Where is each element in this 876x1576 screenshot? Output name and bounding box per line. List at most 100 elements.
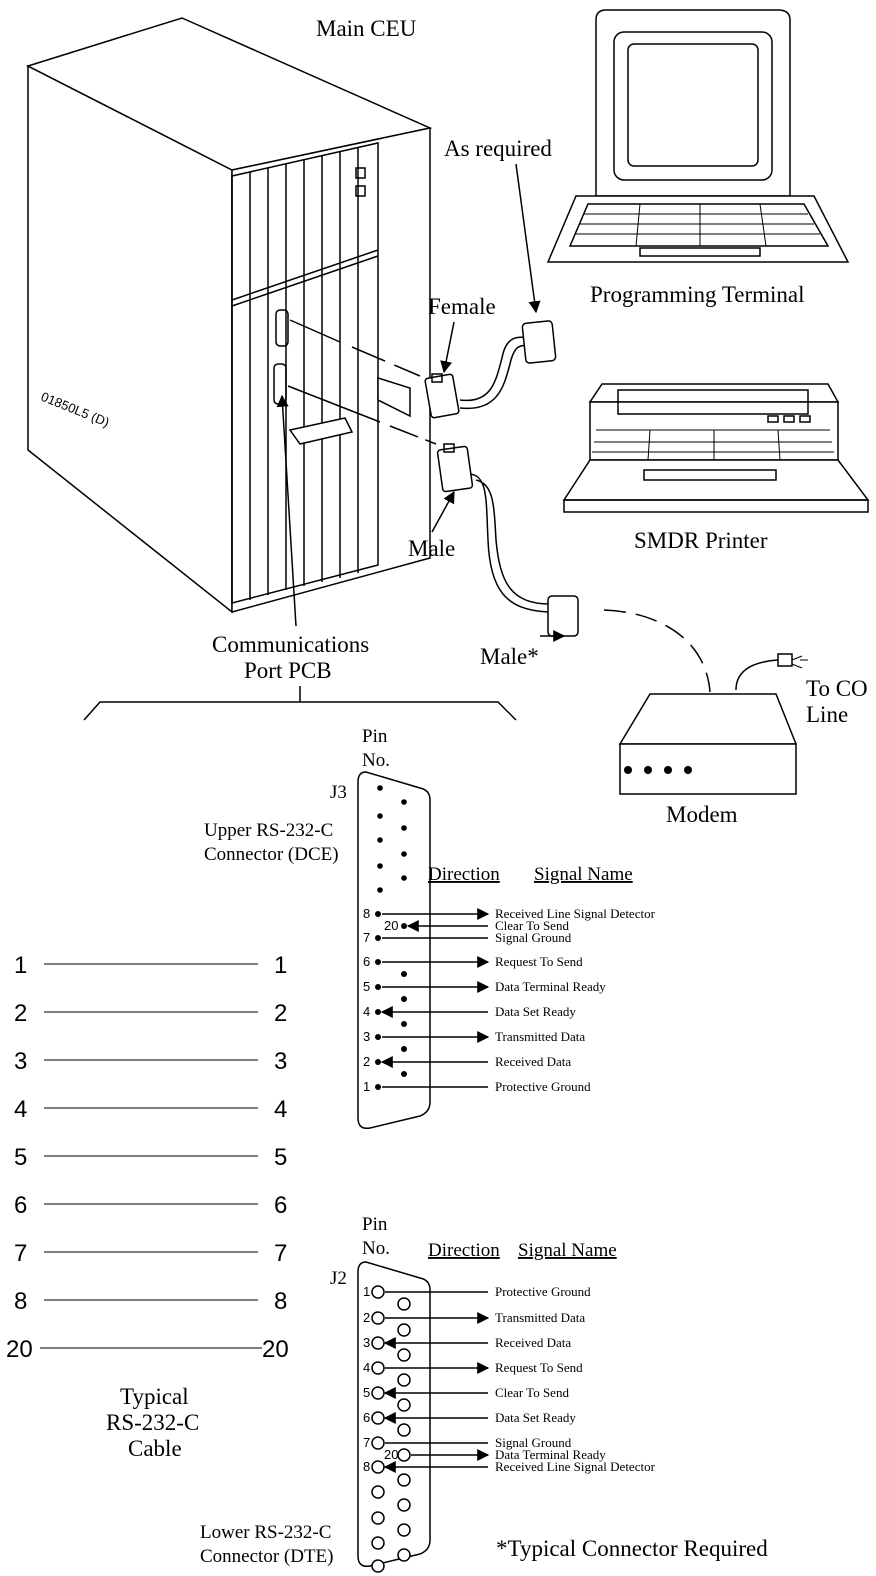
- j3-pin-no-label-2: No.: [362, 750, 390, 771]
- to-co-label-2: Line: [806, 702, 848, 727]
- j2-signal-name: Protective Ground: [495, 1284, 591, 1299]
- j2-desc-2: Connector (DTE): [200, 1546, 333, 1567]
- j3-signal-name: Request To Send: [495, 954, 583, 969]
- j3-unused-pin: [401, 799, 407, 805]
- j3-pin-number: 20: [384, 918, 398, 933]
- female-label: Female: [428, 294, 496, 319]
- programming-terminal: [546, 9, 850, 263]
- cable-pin-left: 7: [14, 1240, 27, 1267]
- pcb-bracket: [83, 686, 517, 721]
- j3-direction-header: Direction: [428, 864, 500, 885]
- j3-pin-dot: [375, 935, 381, 941]
- j3-id: J3: [330, 782, 347, 803]
- cable-pin-right: 8: [274, 1288, 287, 1315]
- j3-pin-dot: [401, 1071, 407, 1077]
- cable-pin-right: 6: [274, 1192, 287, 1219]
- j3-signal-name: Transmitted Data: [495, 1029, 585, 1044]
- j2-pin-number: 7: [363, 1435, 370, 1450]
- j3-pin-dot: [375, 911, 381, 917]
- j2-unused-pin: [397, 1498, 411, 1512]
- j2-signal-name: Data Set Ready: [495, 1410, 576, 1425]
- male-label: Male: [408, 536, 455, 561]
- cable-pin-left: 6: [14, 1192, 27, 1219]
- j3-pin-dot: [401, 971, 407, 977]
- as-required-label: As required: [444, 136, 552, 161]
- cable-pin-right: 7: [274, 1240, 287, 1267]
- j3-unused-pin: [377, 863, 383, 869]
- j3-desc-2: Connector (DCE): [204, 844, 339, 865]
- typical-cable-label: Typical: [120, 1384, 189, 1409]
- j2-signal-name: Received Data: [495, 1335, 571, 1350]
- j2-pin-number: 3: [363, 1335, 370, 1350]
- j2-unused-pin: [371, 1536, 385, 1550]
- j3-pin-no-label: Pin: [362, 726, 388, 747]
- j3-pin-number: 1: [363, 1079, 370, 1094]
- j2-pin-number: 20: [384, 1447, 398, 1462]
- j2-pin-number: 5: [363, 1385, 370, 1400]
- j2-unused-pin: [371, 1485, 385, 1499]
- j3-pin-dot: [401, 1046, 407, 1052]
- j2-pin-circle: [371, 1311, 385, 1325]
- j3-pin-dot: [375, 984, 381, 990]
- j3-desc: Upper RS-232-C: [204, 820, 333, 841]
- j2-pin-circle: [371, 1361, 385, 1375]
- typical-cable-label-2: RS-232-C: [106, 1410, 199, 1435]
- j3-pin-number: 5: [363, 979, 370, 994]
- j3-pin-number: 4: [363, 1004, 370, 1019]
- j2-pin-circle: [371, 1336, 385, 1350]
- j2-pin-circle: [371, 1460, 385, 1474]
- programming-terminal-label: Programming Terminal: [590, 282, 805, 307]
- j2-direction-header: Direction: [428, 1240, 500, 1261]
- cable-pin-right: 20: [262, 1336, 289, 1363]
- j3-unused-pin: [377, 813, 383, 819]
- cable-pin-right: 2: [274, 1000, 287, 1027]
- j3-pin-dot: [375, 1084, 381, 1090]
- j2-id: J2: [330, 1268, 347, 1289]
- j3-pin-dot: [401, 1021, 407, 1027]
- j3-connector: Pin No. J3 Upper RS-232-C Connector (DCE…: [204, 726, 656, 1130]
- j2-pin-number: 6: [363, 1410, 370, 1425]
- j2-pin-circle: [371, 1285, 385, 1299]
- comm-port-pcb-label-2: Port PCB: [244, 658, 332, 683]
- cable-pin-left: 20: [6, 1336, 33, 1363]
- j3-pin-dot: [375, 1034, 381, 1040]
- j2-signal-name: Signal Ground: [495, 1435, 572, 1450]
- j2-desc: Lower RS-232-C: [200, 1522, 331, 1543]
- j2-signal-name: Received Line Signal Detector: [495, 1459, 656, 1474]
- j3-pin-number: 2: [363, 1054, 370, 1069]
- j2-pin-number: 4: [363, 1360, 370, 1375]
- j3-unused-pin: [401, 825, 407, 831]
- j2-pin-number: 2: [363, 1310, 370, 1325]
- cable-pin-left: 8: [14, 1288, 27, 1315]
- to-co-label: To CO: [806, 676, 868, 701]
- j3-unused-pin: [401, 875, 407, 881]
- cable-pin-left: 2: [14, 1000, 27, 1027]
- cable-pin-right: 3: [274, 1048, 287, 1075]
- j3-signal-name: Received Data: [495, 1054, 571, 1069]
- j2-pin-circle: [397, 1297, 411, 1311]
- cable-pin-right: 1: [274, 952, 287, 979]
- cables: [287, 319, 808, 693]
- j3-pin-dot: [401, 923, 407, 929]
- modem: [618, 693, 798, 795]
- j2-unused-pin: [397, 1473, 411, 1487]
- main-ceu-label: Main CEU: [316, 16, 417, 41]
- typical-cable-label-3: Cable: [128, 1436, 182, 1461]
- cable-pin-left: 3: [14, 1048, 27, 1075]
- male-star-label: Male*: [480, 644, 539, 669]
- cable-pin-right: 5: [274, 1144, 287, 1171]
- j3-signal-name: Clear To Send: [495, 918, 569, 933]
- j2-signal-header: Signal Name: [518, 1240, 617, 1261]
- modem-label: Modem: [666, 802, 738, 827]
- j3-signal-name: Data Set Ready: [495, 1004, 576, 1019]
- footnote: *Typical Connector Required: [496, 1536, 768, 1561]
- j2-pin-circle: [397, 1348, 411, 1362]
- j2-pin-number: 8: [363, 1459, 370, 1474]
- cable-pin-left: 1: [14, 952, 27, 979]
- j2-unused-pin: [371, 1559, 385, 1573]
- j2-pin-no-label: Pin: [362, 1214, 388, 1235]
- cable-pin-left: 4: [14, 1096, 27, 1123]
- j3-signal-name: Received Line Signal Detector: [495, 906, 656, 921]
- j2-signal-name: Data Terminal Ready: [495, 1447, 606, 1462]
